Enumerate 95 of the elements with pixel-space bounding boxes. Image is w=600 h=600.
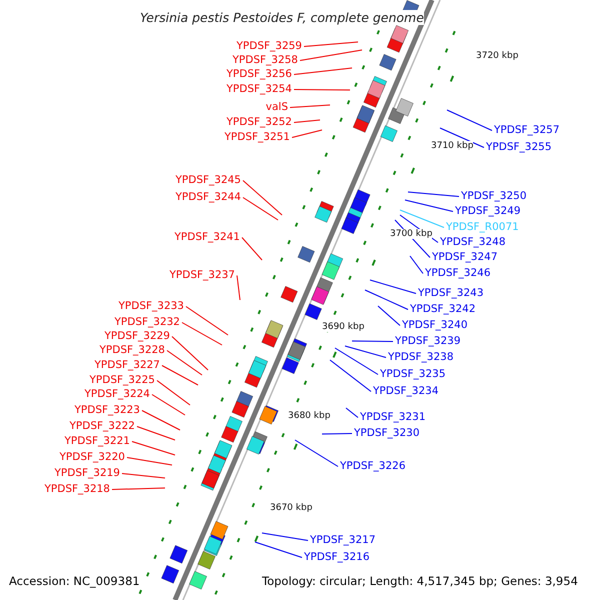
footer-text: Accession: NC_009381 <box>9 574 140 588</box>
gene-label: YPDSF_3235 <box>380 368 446 381</box>
gene-label: YPDSF_3259 <box>236 40 302 53</box>
gene-label: YPDSF_3234 <box>373 385 439 398</box>
leader-line <box>156 380 190 406</box>
map-title: Yersinia pestis Pestoides F, complete genome <box>140 10 424 25</box>
gene-label: YPDSF_3241 <box>174 231 240 244</box>
leader-line <box>294 89 350 90</box>
gene-label: YPDSF_3258 <box>232 54 298 67</box>
leader-line <box>330 360 372 392</box>
leader-line <box>242 237 262 260</box>
leader-line <box>242 197 278 220</box>
leader-line <box>142 410 180 430</box>
leader-line <box>254 542 302 558</box>
leader-line <box>334 348 378 375</box>
leader-line <box>166 350 202 376</box>
gene-label: YPDSF_3233 <box>118 300 184 313</box>
gene-label: YPDSF_3225 <box>89 374 155 387</box>
leader-line <box>236 275 240 300</box>
gene-label: YPDSF_3246 <box>425 267 491 280</box>
leader-line <box>352 340 394 342</box>
leader-line <box>242 180 282 216</box>
gene-label: YPDSF_3250 <box>461 190 527 203</box>
gene-label: YPDSF_R0071 <box>446 221 519 234</box>
gene-label: YPDSF_3228 <box>99 344 165 357</box>
gene-label: YPDSF_3247 <box>432 251 498 264</box>
gene-label: YPDSF_3232 <box>114 316 180 329</box>
leader-line <box>400 210 444 228</box>
leader-line <box>152 394 186 416</box>
gene-label: YPDSF_3240 <box>402 319 468 332</box>
leader-line <box>408 192 460 197</box>
scale-label: 3690 kbp <box>322 322 364 332</box>
gene-label: YPDSF_3216 <box>304 551 370 564</box>
gene-label: valS <box>266 101 288 114</box>
gene-label: YPDSF_3252 <box>226 116 292 129</box>
gene-label: YPDSF_3243 <box>418 287 484 300</box>
leader-line <box>300 50 362 61</box>
gene-label: YPDSF_3237 <box>169 269 235 282</box>
leader-line <box>322 433 352 434</box>
gene-label: YPDSF_3239 <box>395 335 461 348</box>
gene-label: YPDSF_3251 <box>224 131 290 144</box>
scale-label: 3700 kbp <box>390 229 432 239</box>
leader-line <box>404 200 454 212</box>
gene-label: YPDSF_3219 <box>54 467 120 480</box>
gene-label: YPDSF_3242 <box>410 303 476 316</box>
leader-line <box>294 120 320 123</box>
leader-line <box>182 322 222 346</box>
gene-label: YPDSF_3249 <box>455 205 521 218</box>
leader-line <box>186 306 228 336</box>
leader-line <box>346 408 358 418</box>
leader-line <box>294 68 352 75</box>
leader-line <box>364 290 408 310</box>
leader-line <box>304 42 358 47</box>
gene-label: YPDSF_3218 <box>44 483 110 496</box>
gene-label: YPDSF_3222 <box>69 420 135 433</box>
gene-label: YPDSF_3238 <box>388 351 454 364</box>
gene-label: YPDSF_3245 <box>175 174 241 187</box>
leader-line <box>410 256 424 274</box>
leader-line <box>344 346 386 358</box>
gene-label: YPDSF_3257 <box>494 124 560 137</box>
gene-label: YPDSF_3224 <box>84 388 150 401</box>
leader-line <box>122 473 166 478</box>
leader-line <box>370 280 416 294</box>
scale-label: 3720 kbp <box>476 51 518 61</box>
gene-label: YPDSF_3254 <box>226 83 292 96</box>
leader-line <box>136 426 176 440</box>
leader-line <box>290 104 330 108</box>
leader-line <box>172 336 208 370</box>
footer-text: Topology: circular; Length: 4,517,345 bp; Genes: 3,954 <box>262 574 578 588</box>
gene-label: YPDSF_3255 <box>486 141 552 154</box>
gene-label: YPDSF_3231 <box>360 411 426 424</box>
leader-line <box>162 365 198 386</box>
gene-label: YPDSF_3248 <box>440 236 506 249</box>
gene-label: YPDSF_3227 <box>94 359 160 372</box>
leader-line <box>294 440 338 467</box>
scale-label: 3670 kbp <box>270 503 312 513</box>
leader-line <box>378 306 400 326</box>
leader-line <box>112 488 166 490</box>
leader-line <box>446 110 492 131</box>
leader-line <box>132 441 176 456</box>
scale-label: 3680 kbp <box>288 411 330 421</box>
gene-label: YPDSF_3244 <box>175 191 241 204</box>
gene-label: YPDSF_3226 <box>340 460 406 473</box>
gene-label: YPDSF_3220 <box>59 451 125 464</box>
leader-line <box>440 128 484 148</box>
leader-line <box>292 130 322 138</box>
leader-line <box>262 532 308 541</box>
gene-label: YPDSF_3230 <box>354 427 420 440</box>
scale-label: 3710 kbp <box>431 141 474 151</box>
leader-line <box>126 457 172 466</box>
gene-label: YPDSF_3256 <box>226 68 292 81</box>
gene-label: YPDSF_3217 <box>310 534 376 547</box>
gene-label: YPDSF_3229 <box>104 330 170 343</box>
gene-label: YPDSF_3223 <box>74 404 140 417</box>
gene-label: YPDSF_3221 <box>64 435 130 448</box>
